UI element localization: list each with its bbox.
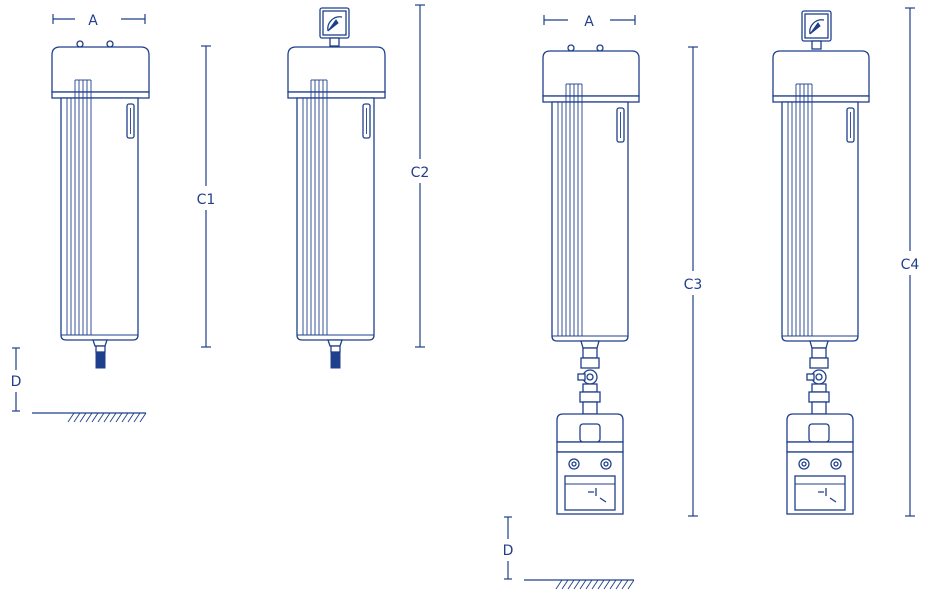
- drain-valve-2: [330, 351, 341, 369]
- width-label-a-2: A: [584, 14, 594, 30]
- floor-line-1: [32, 412, 147, 423]
- pressure-indicator-4: [801, 10, 832, 50]
- drain-valve-1: [95, 351, 106, 369]
- height-dimension-c1: C1: [197, 45, 216, 348]
- drain-label-d-1: D: [11, 374, 22, 390]
- height-label-c2: C2: [411, 165, 430, 181]
- width-dimension-a-2: A: [543, 14, 636, 30]
- drain-label-d-2: D: [503, 543, 514, 559]
- width-dimension-a-1: A: [52, 13, 146, 29]
- floor-line-2: [524, 579, 635, 590]
- height-label-c4: C4: [901, 257, 920, 273]
- filter-head-1: [51, 46, 150, 93]
- filter-bowl-2: [296, 97, 375, 341]
- filter-unit-1: A C1: [11, 13, 216, 423]
- filter-unit-4: C4: [772, 7, 920, 517]
- pressure-indicator-2: [319, 7, 350, 47]
- filter-unit-3: A: [503, 14, 703, 590]
- height-dimension-c4: C4: [901, 7, 920, 517]
- height-dimension-c3: C3: [684, 46, 703, 517]
- height-label-c1: C1: [197, 192, 216, 208]
- drain-module-4: [786, 413, 854, 515]
- filter-head-3: [542, 50, 640, 97]
- width-label-a-1: A: [88, 13, 98, 29]
- filter-unit-2: C2: [287, 4, 430, 369]
- filter-head-4: [772, 50, 870, 97]
- drain-dimension-d-2: D: [503, 516, 514, 580]
- filter-bowl-4: [781, 101, 859, 342]
- height-dimension-c2: C2: [411, 4, 430, 348]
- drain-module-3: [556, 413, 624, 515]
- filter-head-2: [287, 46, 386, 93]
- filter-bowl-1: [60, 97, 139, 341]
- filter-bowl-3: [551, 101, 629, 342]
- drain-dimension-d-1: D: [11, 347, 22, 412]
- height-label-c3: C3: [684, 277, 703, 293]
